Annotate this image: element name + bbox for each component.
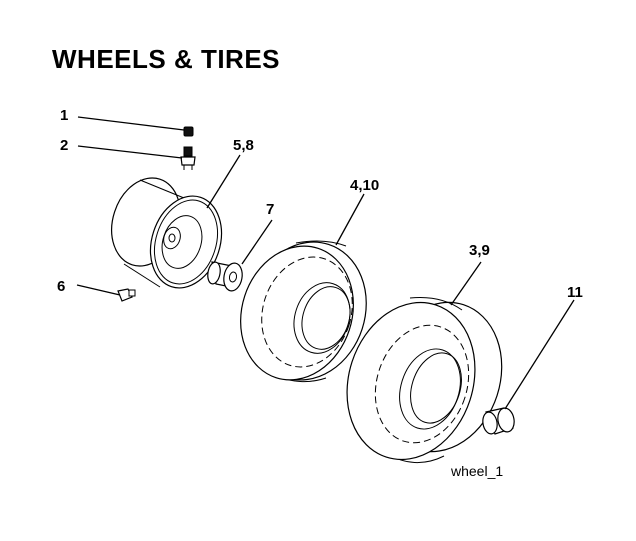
callout-2: 2 — [60, 137, 68, 154]
leader-line-3-9 — [450, 261, 482, 306]
leader-line-4-10 — [335, 193, 365, 246]
callout-5-8: 5,8 — [233, 137, 254, 154]
page-title: WHEELS & TIRES — [52, 44, 281, 74]
leader-line-6 — [76, 284, 121, 296]
valve-cap-part — [183, 126, 194, 137]
leader-line-1 — [77, 116, 185, 131]
figure-tag: wheel_1 — [450, 463, 503, 479]
callout-4-10: 4,10 — [350, 177, 379, 194]
valve-stem-part — [180, 146, 196, 170]
rear-tire-part — [346, 297, 503, 463]
bushing-part — [207, 261, 243, 292]
leader-line-2 — [77, 145, 183, 159]
leader-line-5-8 — [206, 154, 241, 209]
callout-1: 1 — [60, 107, 68, 124]
callout-11: 11 — [567, 284, 583, 301]
grease-fitting-part — [117, 288, 136, 302]
callout-6: 6 — [57, 278, 65, 295]
hub-cap-part — [482, 407, 515, 435]
leader-line-11 — [504, 299, 575, 410]
front-tire-part — [240, 240, 367, 383]
wheel-rim-part — [111, 177, 223, 289]
leader-line-7 — [241, 219, 273, 265]
callout-3-9: 3,9 — [469, 242, 490, 259]
callout-7: 7 — [266, 201, 274, 218]
